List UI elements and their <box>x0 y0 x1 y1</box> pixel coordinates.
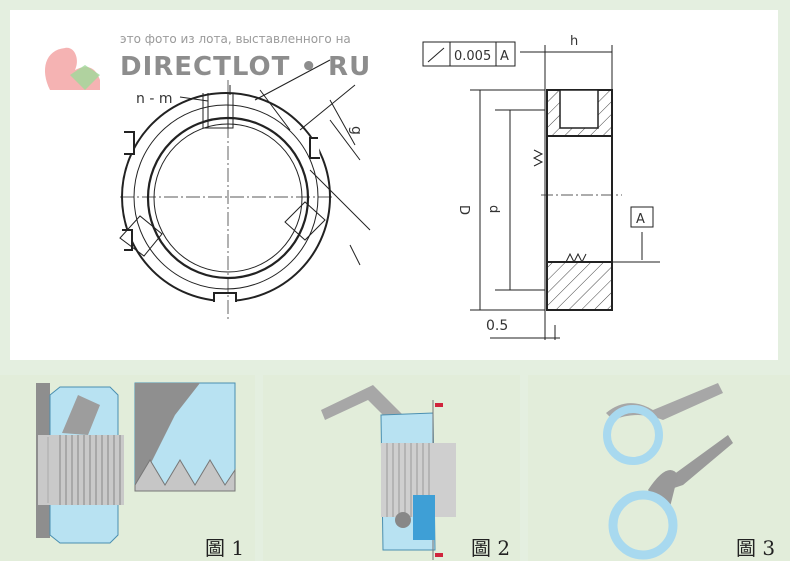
watermark-brand: DIRECTLOT • RU <box>120 52 372 82</box>
runout-datum-ref: A <box>500 49 509 64</box>
slot-count-label: n - m <box>136 91 172 107</box>
figure-3-label: 圖 3 <box>736 536 776 560</box>
height-label: h <box>570 34 578 49</box>
runout-tolerance-frame <box>422 41 516 67</box>
squirrel-logo-icon <box>45 47 100 90</box>
watermark-caption: это фото из лота, выставленного на <box>120 32 351 46</box>
figure-3-panel: 圖 3 <box>528 375 790 561</box>
section-view <box>470 45 660 340</box>
runout-tolerance-value: 0.005 <box>454 49 491 64</box>
chamfer-label: 0.5 <box>486 318 508 334</box>
figure-1-panel: 圖 1 <box>0 375 255 561</box>
thread-diameter-label: d <box>486 205 501 213</box>
figure-1-label: 圖 1 <box>205 536 245 560</box>
front-view <box>119 59 371 320</box>
figure-2-label: 圖 2 <box>471 536 511 560</box>
datum-a-label: A <box>636 212 645 227</box>
outer-diameter-label: D <box>456 205 471 215</box>
figure-2-panel: 圖 2 <box>263 375 520 561</box>
technical-drawing: n - m g 0.005 A h A D d 0.5 <box>10 10 778 360</box>
slot-width-label: g <box>348 126 364 135</box>
